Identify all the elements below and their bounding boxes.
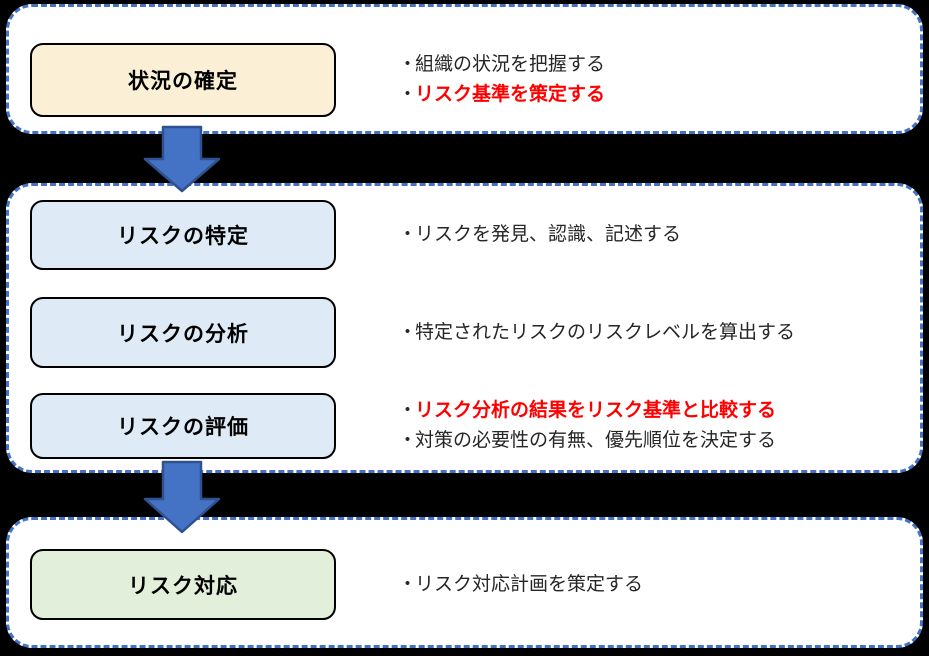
panel-assessment: リスクの特定 ・ リスクを発見、認識、記述する リスクの分析 ・ 特定されたリス…	[6, 183, 923, 473]
bullet-glyph: ・	[398, 54, 418, 75]
bullet-glyph: ・	[398, 84, 418, 105]
notes-risk-identification: ・ リスクを発見、認識、記述する	[398, 200, 910, 270]
flowbox-context-label: 状況の確定	[128, 70, 238, 93]
bullet-text: リスクを発見、認識、記述する	[415, 224, 682, 245]
bullet-line: ・ リスク対応計画を策定する	[398, 570, 910, 600]
down-arrow-icon	[143, 125, 221, 193]
flowbox-risk-evaluation: リスクの評価	[30, 393, 336, 459]
bullet-text-emphasis: リスク分析の結果をリスク基準と比較する	[415, 400, 777, 421]
bullet-line: ・ リスク分析の結果をリスク基準と比較する	[398, 396, 910, 426]
bullet-glyph: ・	[398, 224, 418, 245]
bullet-line: ・ 組織の状況を把握する	[398, 50, 910, 80]
notes-context: ・ 組織の状況を把握する ・ リスク基準を策定する	[398, 43, 910, 117]
panel-context: 状況の確定 ・ 組織の状況を把握する ・ リスク基準を策定する	[6, 4, 923, 134]
bullet-line: ・ リスク基準を策定する	[398, 80, 910, 110]
flowbox-risk-analysis-label: リスクの分析	[117, 322, 249, 346]
notes-risk-treatment: ・ リスク対応計画を策定する	[398, 549, 910, 620]
flowbox-risk-identification-label: リスクの特定	[117, 225, 249, 248]
bullet-text: 対策の必要性の有無、優先順位を決定する	[415, 430, 777, 451]
flowbox-risk-evaluation-label: リスクの評価	[117, 416, 249, 439]
down-arrow-icon	[143, 460, 221, 534]
notes-risk-analysis: ・ 特定されたリスクのリスクレベルを算出する	[398, 297, 910, 368]
flowbox-risk-treatment: リスク対応	[30, 549, 336, 620]
bullet-text: 特定されたリスクのリスクレベルを算出する	[415, 321, 796, 343]
bullet-line: ・ リスクを発見、認識、記述する	[398, 220, 910, 250]
bullet-text: リスク対応計画を策定する	[415, 573, 644, 595]
panel-treatment: リスク対応 ・ リスク対応計画を策定する	[6, 517, 923, 648]
notes-risk-evaluation: ・ リスク分析の結果をリスク基準と比較する ・ 対策の必要性の有無、優先順位を決…	[398, 391, 910, 461]
bullet-glyph: ・	[398, 400, 418, 421]
bullet-line: ・ 特定されたリスクのリスクレベルを算出する	[398, 318, 910, 348]
bullet-glyph: ・	[398, 321, 418, 343]
bullet-line: ・ 対策の必要性の有無、優先順位を決定する	[398, 426, 910, 456]
bullet-glyph: ・	[398, 573, 418, 595]
bullet-text-emphasis: リスク基準を策定する	[415, 84, 606, 105]
bullet-text: 組織の状況を把握する	[415, 54, 606, 75]
flowbox-risk-treatment-label: リスク対応	[128, 574, 238, 598]
flowbox-context: 状況の確定	[30, 43, 336, 117]
flowbox-risk-identification: リスクの特定	[30, 200, 336, 270]
bullet-glyph: ・	[398, 430, 418, 451]
flowbox-risk-analysis: リスクの分析	[30, 297, 336, 368]
